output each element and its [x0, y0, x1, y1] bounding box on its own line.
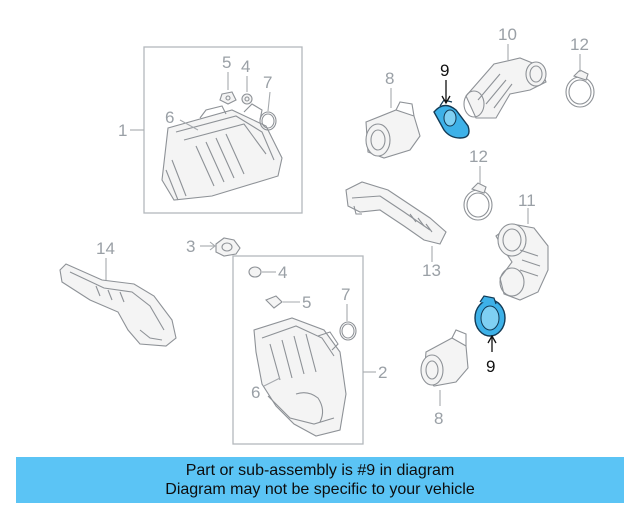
callout-14: 14 — [96, 239, 115, 258]
bolt-part-4-lower — [248, 266, 262, 278]
callout-1: 1 — [118, 121, 127, 140]
elbow-hose-part-10 — [463, 57, 547, 119]
bolt-part-4-upper — [241, 93, 253, 105]
callout-6-lower: 6 — [251, 383, 260, 402]
lower-air-cleaner-group: 2 6 4 5 7 — [232, 255, 387, 445]
callout-12-upper: 12 — [570, 35, 589, 54]
callout-8-lower: 8 — [434, 409, 443, 428]
part-info-banner: Part or sub-assembly is #9 in diagram Di… — [16, 457, 624, 503]
clip-part-5-upper — [219, 91, 237, 105]
callout-3: 3 — [186, 237, 195, 256]
hose-part-11 — [495, 223, 549, 301]
callout-2: 2 — [378, 363, 387, 382]
clamp-part-12-lower — [463, 182, 493, 221]
parts-diagram: 1 6 5 4 — [59, 25, 595, 445]
callout-8-upper: 8 — [385, 69, 394, 88]
resonator-duct-part-14 — [59, 263, 177, 347]
clamp-part-9-upper — [433, 99, 470, 139]
upper-air-cleaner-group: 1 6 5 4 — [118, 46, 303, 214]
banner-line-part-info: Part or sub-assembly is #9 in diagram — [185, 462, 455, 479]
maf-sensor-part-8-upper — [365, 101, 421, 159]
air-cleaner-housing-upper — [161, 103, 283, 201]
o-ring-part-7-lower — [339, 321, 357, 341]
lower-air-cleaner-box-frame — [232, 255, 364, 445]
callout-12-lower: 12 — [469, 147, 488, 166]
callout-4-lower: 4 — [278, 263, 287, 282]
grommet-part-3 — [215, 237, 241, 257]
callout-11: 11 — [518, 191, 536, 210]
callout-5-lower: 5 — [302, 293, 311, 312]
callout-5-upper: 5 — [222, 53, 231, 72]
clip-part-5-lower — [265, 295, 283, 309]
air-cleaner-housing-lower — [253, 317, 347, 437]
maf-sensor-part-8-lower — [420, 329, 469, 387]
callout-4-upper: 4 — [241, 57, 250, 76]
clamp-part-12-upper — [565, 69, 595, 108]
o-ring-part-7-upper — [259, 111, 277, 131]
callout-7-lower: 7 — [341, 285, 350, 304]
callout-6-upper: 6 — [165, 108, 174, 127]
intake-duct-part-13 — [345, 181, 447, 245]
callout-7-upper: 7 — [263, 73, 272, 92]
callout-10: 10 — [498, 25, 517, 44]
callout-13: 13 — [422, 261, 441, 280]
callout-9-lower: 9 — [486, 357, 495, 376]
clamp-part-9-lower — [474, 295, 506, 337]
callout-9-upper: 9 — [440, 61, 449, 80]
banner-line-disclaimer: Diagram may not be specific to your vehi… — [165, 481, 475, 498]
